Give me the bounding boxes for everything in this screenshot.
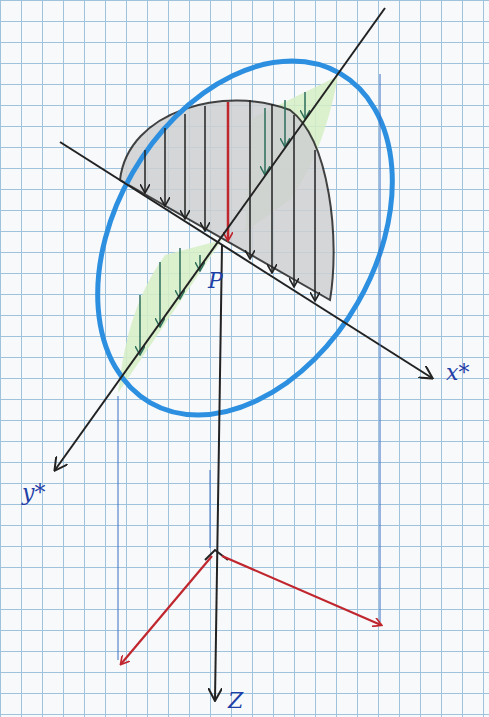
projection-lines <box>118 74 380 660</box>
x-axis <box>60 142 432 378</box>
z-axis <box>215 245 222 700</box>
axis-label: x* <box>446 362 469 384</box>
axis-label: y* <box>22 482 45 504</box>
stress-arrows <box>145 100 315 300</box>
point-label: P <box>208 270 223 292</box>
section-ellipse <box>37 8 452 467</box>
green-region <box>118 240 222 393</box>
axis-label: Z <box>228 690 243 712</box>
resultant-arrow <box>121 556 212 664</box>
origin-mark <box>205 550 228 560</box>
resultant-arrow <box>222 556 381 625</box>
max-stress-arrow <box>227 102 230 240</box>
